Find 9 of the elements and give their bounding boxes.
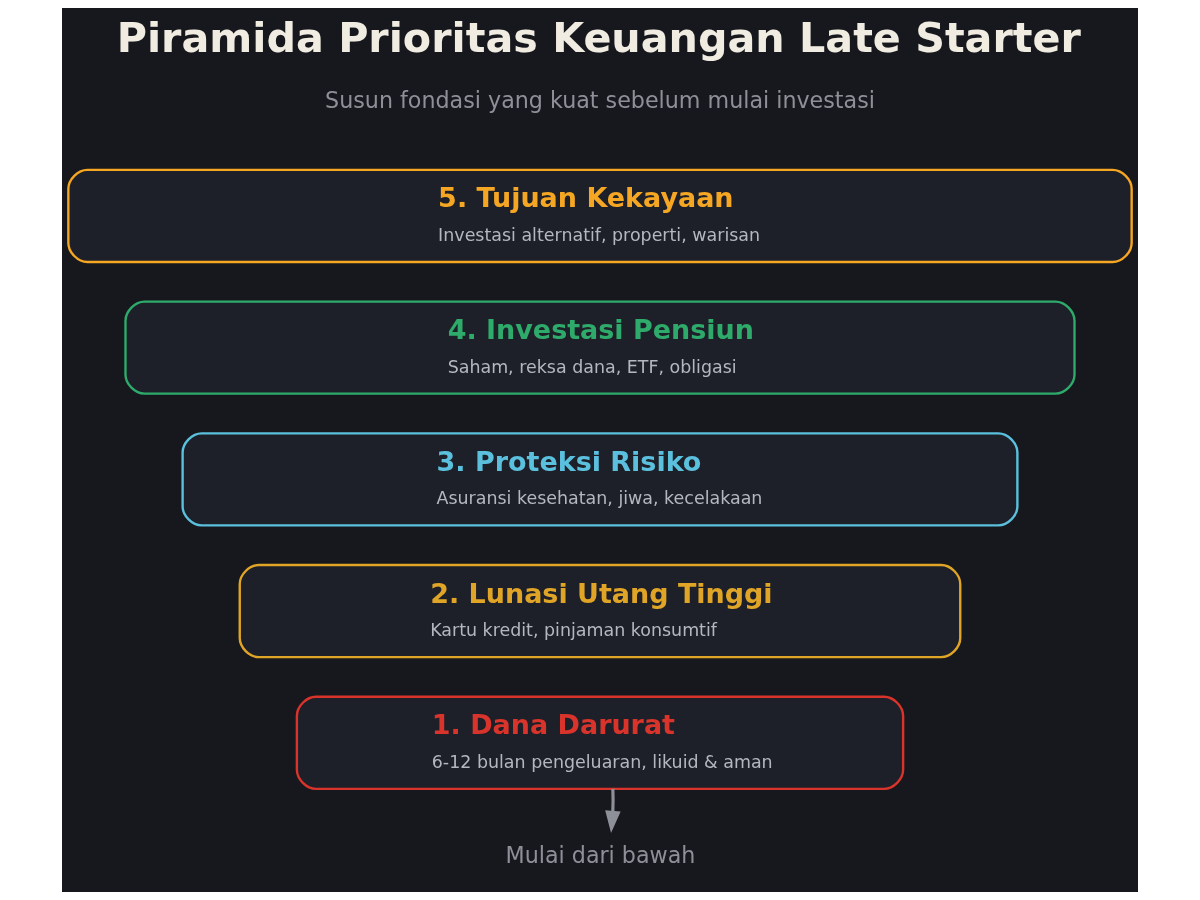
node-box: 1. Dana Darurat 6-12 bulan pengeluaran, likuid & aman: [295, 695, 905, 791]
arrow: [605, 788, 621, 833]
label: Susun fondasi yang kuat sebelum mulai investasi: [325, 86, 875, 113]
node-box: 5. Tujuan Kekayaan Investasi alternatif, properti, warisan: [67, 168, 1133, 264]
node-box: 3. Proteksi Risiko Asuransi kesehatan, jiwa, kecelakaan: [181, 432, 1019, 527]
node-box: 4. Investasi Pensiun Saham, reksa dana, ETF, obligasi: [124, 300, 1076, 395]
node-box: 2. Lunasi Utang Tinggi Kartu kredit, pinjaman konsumtif: [238, 563, 962, 659]
diagram-title: Piramida Prioritas Keuangan Late Starter: [116, 14, 1081, 63]
node-text: Mulai dari bawah: [505, 841, 696, 868]
